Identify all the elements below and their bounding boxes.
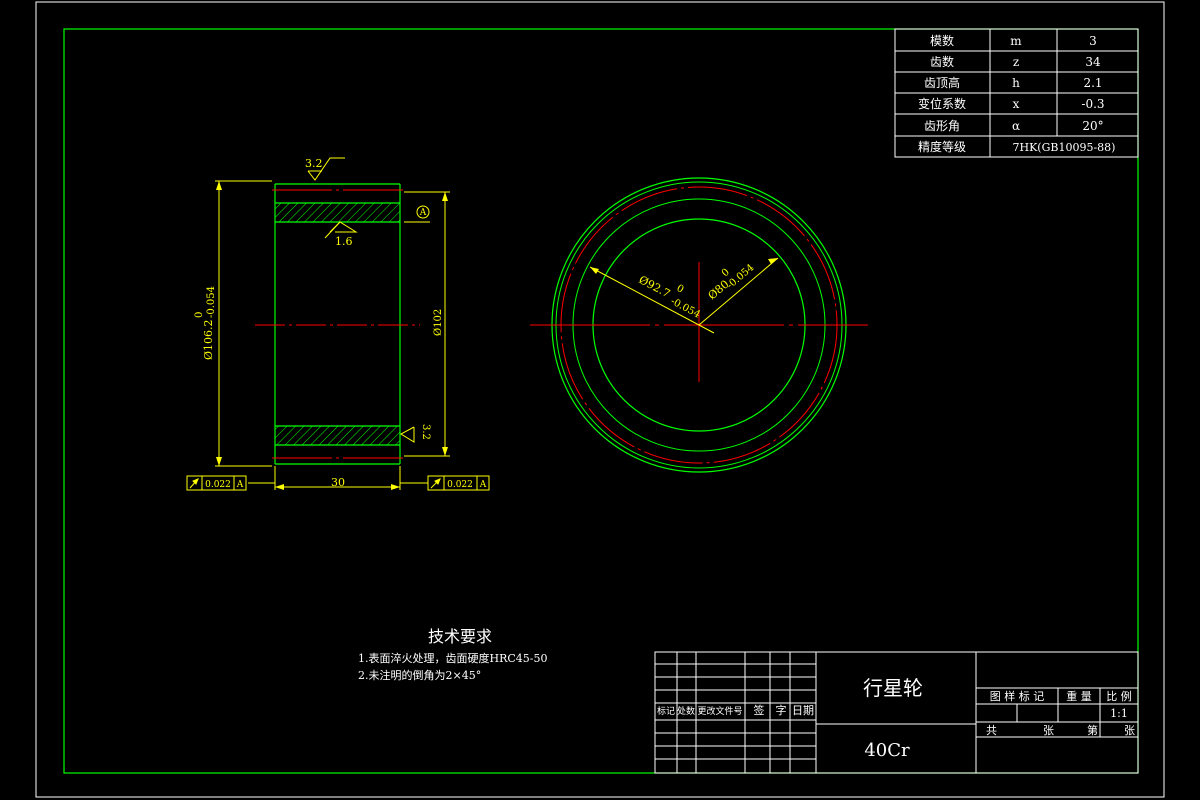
params-table	[894, 28, 1139, 158]
dim-width: 30	[331, 476, 345, 489]
runout-right-datum: A	[479, 480, 487, 490]
title-block	[654, 651, 1139, 774]
tb-header-drawing-mark: 图 样 标 记	[990, 689, 1045, 703]
dim-pitch-diameter-tol-upper: 0	[675, 283, 686, 296]
datum-label: A	[419, 208, 427, 218]
side-view: Ø106.2 0 -0.054 Ø102 30 3.2 1.6 3.2 A	[186, 157, 490, 491]
front-view: Ø92.7 0 -0.054 Ø80 0 -0.054	[530, 177, 868, 473]
rev-header-mark: 标记	[657, 705, 675, 717]
tb-gong: 共	[986, 724, 997, 737]
outer-frame	[35, 1, 1165, 798]
rev-header-docno: 更改文件号	[697, 705, 742, 717]
runout-left-datum: A	[236, 480, 244, 490]
param-value-angle: 20°	[1082, 119, 1103, 133]
runout-left-value: 0.022	[205, 480, 231, 490]
param-label-addendum: 齿顶高	[924, 75, 960, 90]
part-material: 40Cr	[864, 740, 910, 761]
part-name: 行星轮	[863, 676, 923, 700]
dim-outer-diameter: Ø106.2	[202, 319, 215, 360]
dim-bore-diameter-tol-upper: 0	[720, 267, 732, 280]
dim-outer-tol-lower: -0.054	[206, 286, 217, 318]
dim-outer-main: Ø106.2	[202, 319, 215, 360]
param-symbol-teeth: z	[1013, 55, 1019, 69]
tb-scale-value: 1:1	[1110, 707, 1128, 720]
param-label-teeth: 齿数	[930, 54, 954, 69]
tech-requirements: 技术要求 1.表面淬火处理，齿面硬度HRC45-50 2.未注明的倒角为2×45…	[358, 627, 548, 682]
tb-zhang-1: 张	[1043, 724, 1054, 737]
roughness-top-symbol	[307, 157, 345, 181]
rev-header-date: 日期	[792, 704, 814, 717]
param-value-module: 3	[1089, 34, 1097, 48]
param-value-addendum: 2.1	[1083, 76, 1102, 90]
param-symbol-module: m	[1010, 34, 1022, 48]
rev-header-count: 处数	[677, 705, 695, 717]
dim-pitch-diameter-main: Ø92.7	[637, 273, 673, 300]
dim-pitch-diameter-tol-lower: -0.054	[669, 296, 702, 321]
tech-req-title: 技术要求	[428, 627, 492, 646]
param-symbol-shift: x	[1013, 97, 1020, 111]
dim-inner-diameter: Ø102	[433, 309, 444, 336]
hatch-bottom	[275, 426, 400, 445]
tb-header-scale: 比 例	[1106, 689, 1132, 703]
tb-di: 第	[1087, 723, 1098, 737]
param-label-module: 模数	[930, 33, 954, 48]
hatch-top	[275, 203, 400, 222]
tb-zhang-2: 张	[1124, 724, 1135, 737]
datum-symbol	[416, 205, 430, 219]
runout-left-frame	[186, 475, 247, 491]
param-label-angle: 齿形角	[924, 119, 960, 133]
param-value-teeth: 34	[1085, 55, 1101, 69]
rev-header-sign: 签 字	[754, 703, 787, 717]
dim-outer-tol-upper: 0	[194, 312, 205, 318]
param-value-shift: -0.3	[1081, 97, 1104, 111]
param-value-accuracy: 7HK(GB10095-88)	[1013, 141, 1116, 154]
tech-req-line-2: 2.未注明的倒角为2×45°	[358, 668, 481, 682]
roughness-right-symbol	[399, 426, 415, 443]
runout-right-value: 0.022	[447, 480, 473, 490]
inner-border	[63, 28, 1139, 774]
param-symbol-angle: α	[1012, 119, 1020, 133]
tech-req-line-1: 1.表面淬火处理，齿面硬度HRC45-50	[358, 651, 548, 665]
roughness-bore-symbol	[324, 221, 358, 239]
param-symbol-addendum: h	[1012, 76, 1020, 90]
roughness-bore-value: 1.6	[335, 235, 353, 248]
runout-right-frame	[427, 475, 490, 491]
roughness-right-value: 3.2	[420, 424, 431, 440]
param-label-accuracy: 精度等级	[918, 139, 966, 154]
tb-header-weight: 重 量	[1066, 689, 1092, 703]
param-label-shift: 变位系数	[918, 96, 966, 111]
roughness-top-value: 3.2	[305, 157, 323, 170]
